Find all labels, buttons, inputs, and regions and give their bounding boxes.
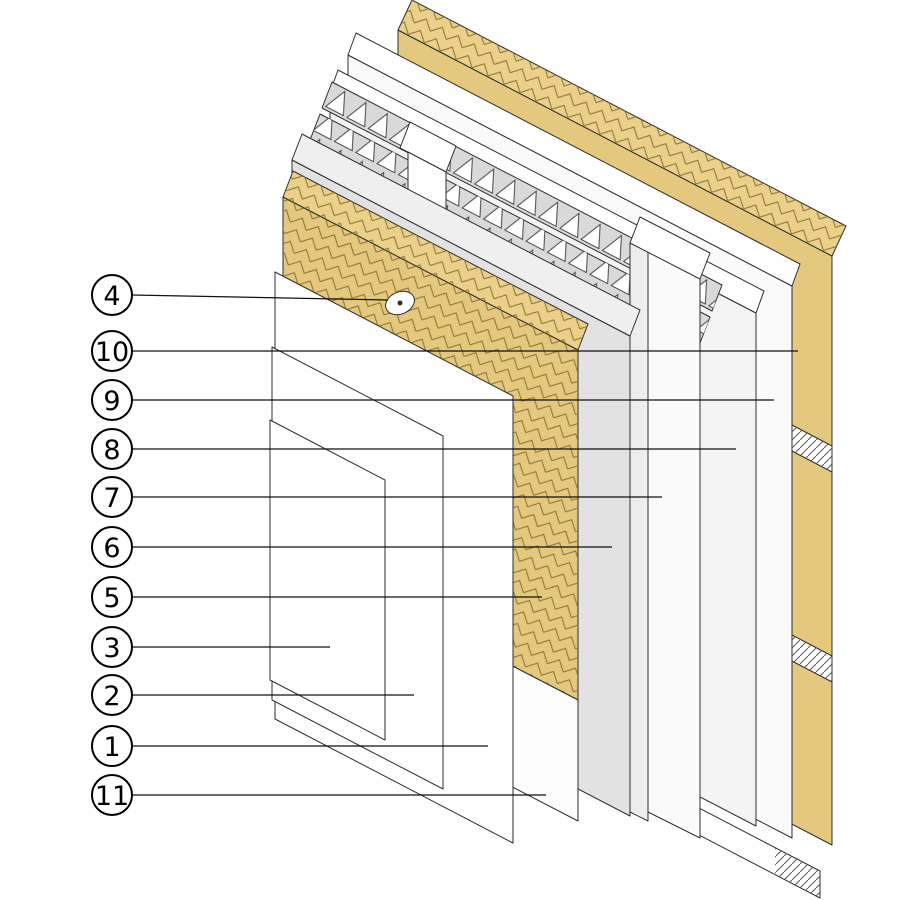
callout-label: 3	[103, 633, 120, 664]
callout-6: 6	[91, 526, 133, 568]
washer-center-dot-icon	[397, 300, 403, 306]
callout-3: 3	[91, 626, 133, 668]
callout-label: 11	[95, 781, 129, 812]
callout-label: 9	[103, 386, 120, 417]
fastener-washer	[385, 290, 415, 316]
callout-label: 5	[103, 583, 120, 614]
callout-label: 4	[103, 281, 120, 312]
callout-circle	[91, 576, 133, 618]
callout-label: 6	[103, 533, 120, 564]
layer-10-top-edge-hatch-icon	[398, 0, 846, 256]
batten-end-upper-hatch-icon	[792, 425, 832, 472]
callout-circle	[91, 379, 133, 421]
callout-label: 10	[95, 337, 129, 368]
callout-2: 2	[91, 674, 133, 716]
batten-end-lower-hatch-icon	[792, 635, 832, 682]
callout-8: 8	[91, 428, 133, 470]
callout-1: 1	[91, 725, 133, 767]
panel-3	[269, 419, 386, 741]
callout-circle	[91, 526, 133, 568]
stud-top-cut	[629, 216, 711, 280]
callouts: 4 10 9 8 7 6 5 3	[91, 274, 133, 816]
callout-label: 8	[103, 435, 120, 466]
bottom-plate-end-hatch-icon	[775, 847, 820, 898]
callout-circle	[91, 330, 133, 372]
callout-circle	[91, 428, 133, 470]
callout-circle	[91, 626, 133, 668]
callout-label: 1	[103, 732, 120, 763]
callout-circle	[91, 674, 133, 716]
callout-label: 2	[103, 681, 120, 712]
stud-front-face	[647, 251, 701, 839]
callout-circle	[91, 725, 133, 767]
layer-5-top-edge-hatch-icon	[283, 171, 588, 350]
callout-7: 7	[91, 476, 133, 518]
callout-11: 11	[91, 774, 133, 816]
layer-9-top-edge	[347, 32, 801, 287]
leader-lines	[131, 294, 798, 796]
callout-circle	[91, 774, 133, 816]
layer-7-stud	[629, 216, 711, 839]
callout-circle	[91, 476, 133, 518]
callout-label: 7	[103, 483, 120, 514]
batten-ends	[791, 424, 833, 683]
callout-9: 9	[91, 379, 133, 421]
callout-4: 4	[91, 274, 133, 316]
callout-10: 10	[91, 330, 133, 372]
callout-5: 5	[91, 576, 133, 618]
layer-6-top-edge	[291, 133, 641, 337]
leader-line-4	[131, 294, 389, 301]
callout-circle	[91, 274, 133, 316]
